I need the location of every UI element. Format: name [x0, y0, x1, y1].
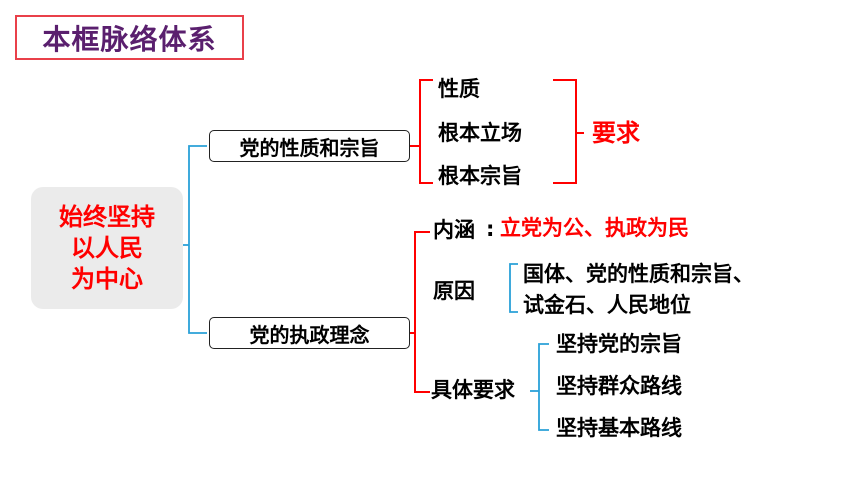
connotation-label: 内涵 — [433, 218, 475, 242]
reason-label: 原因 — [433, 279, 475, 303]
branch-nature-box: 党的性质和宗旨 — [209, 130, 410, 162]
reason-bracket — [509, 263, 518, 313]
branch-governance-label: 党的执政理念 — [249, 322, 370, 347]
connotation-value: 立党为公、执政为民 — [500, 216, 689, 240]
center-line: 以人民 — [71, 233, 143, 262]
requirement-item: 坚持群众路线 — [556, 374, 682, 398]
branch-governance-box: 党的执政理念 — [209, 317, 410, 349]
nature-left-bracket — [419, 79, 433, 184]
requirement-item: 坚持基本路线 — [556, 416, 682, 440]
governance-bracket — [414, 231, 430, 393]
requirements-bracket — [538, 343, 549, 431]
main-bracket — [188, 145, 207, 334]
center-node: 始终坚持 以人民 为中心 — [31, 187, 183, 309]
title-box: 本框脉络体系 — [15, 15, 244, 60]
branch-nature-label: 党的性质和宗旨 — [239, 135, 380, 160]
requirement-item: 坚持党的宗旨 — [556, 332, 682, 356]
nature-item: 性质 — [438, 77, 480, 101]
nature-item: 根本宗旨 — [438, 164, 522, 188]
reason-line: 试金石、人民地位 — [523, 293, 691, 317]
center-line: 为中心 — [71, 264, 143, 293]
connotation-colon: : — [486, 217, 495, 241]
nature-summary: 要求 — [592, 119, 640, 147]
center-line: 始终坚持 — [59, 202, 155, 231]
nature-item: 根本立场 — [438, 121, 522, 145]
reason-line: 国体、党的性质和宗旨、 — [523, 262, 754, 286]
page-title: 本框脉络体系 — [42, 22, 217, 56]
requirements-label: 具体要求 — [431, 378, 515, 402]
nature-right-bracket — [553, 79, 577, 184]
